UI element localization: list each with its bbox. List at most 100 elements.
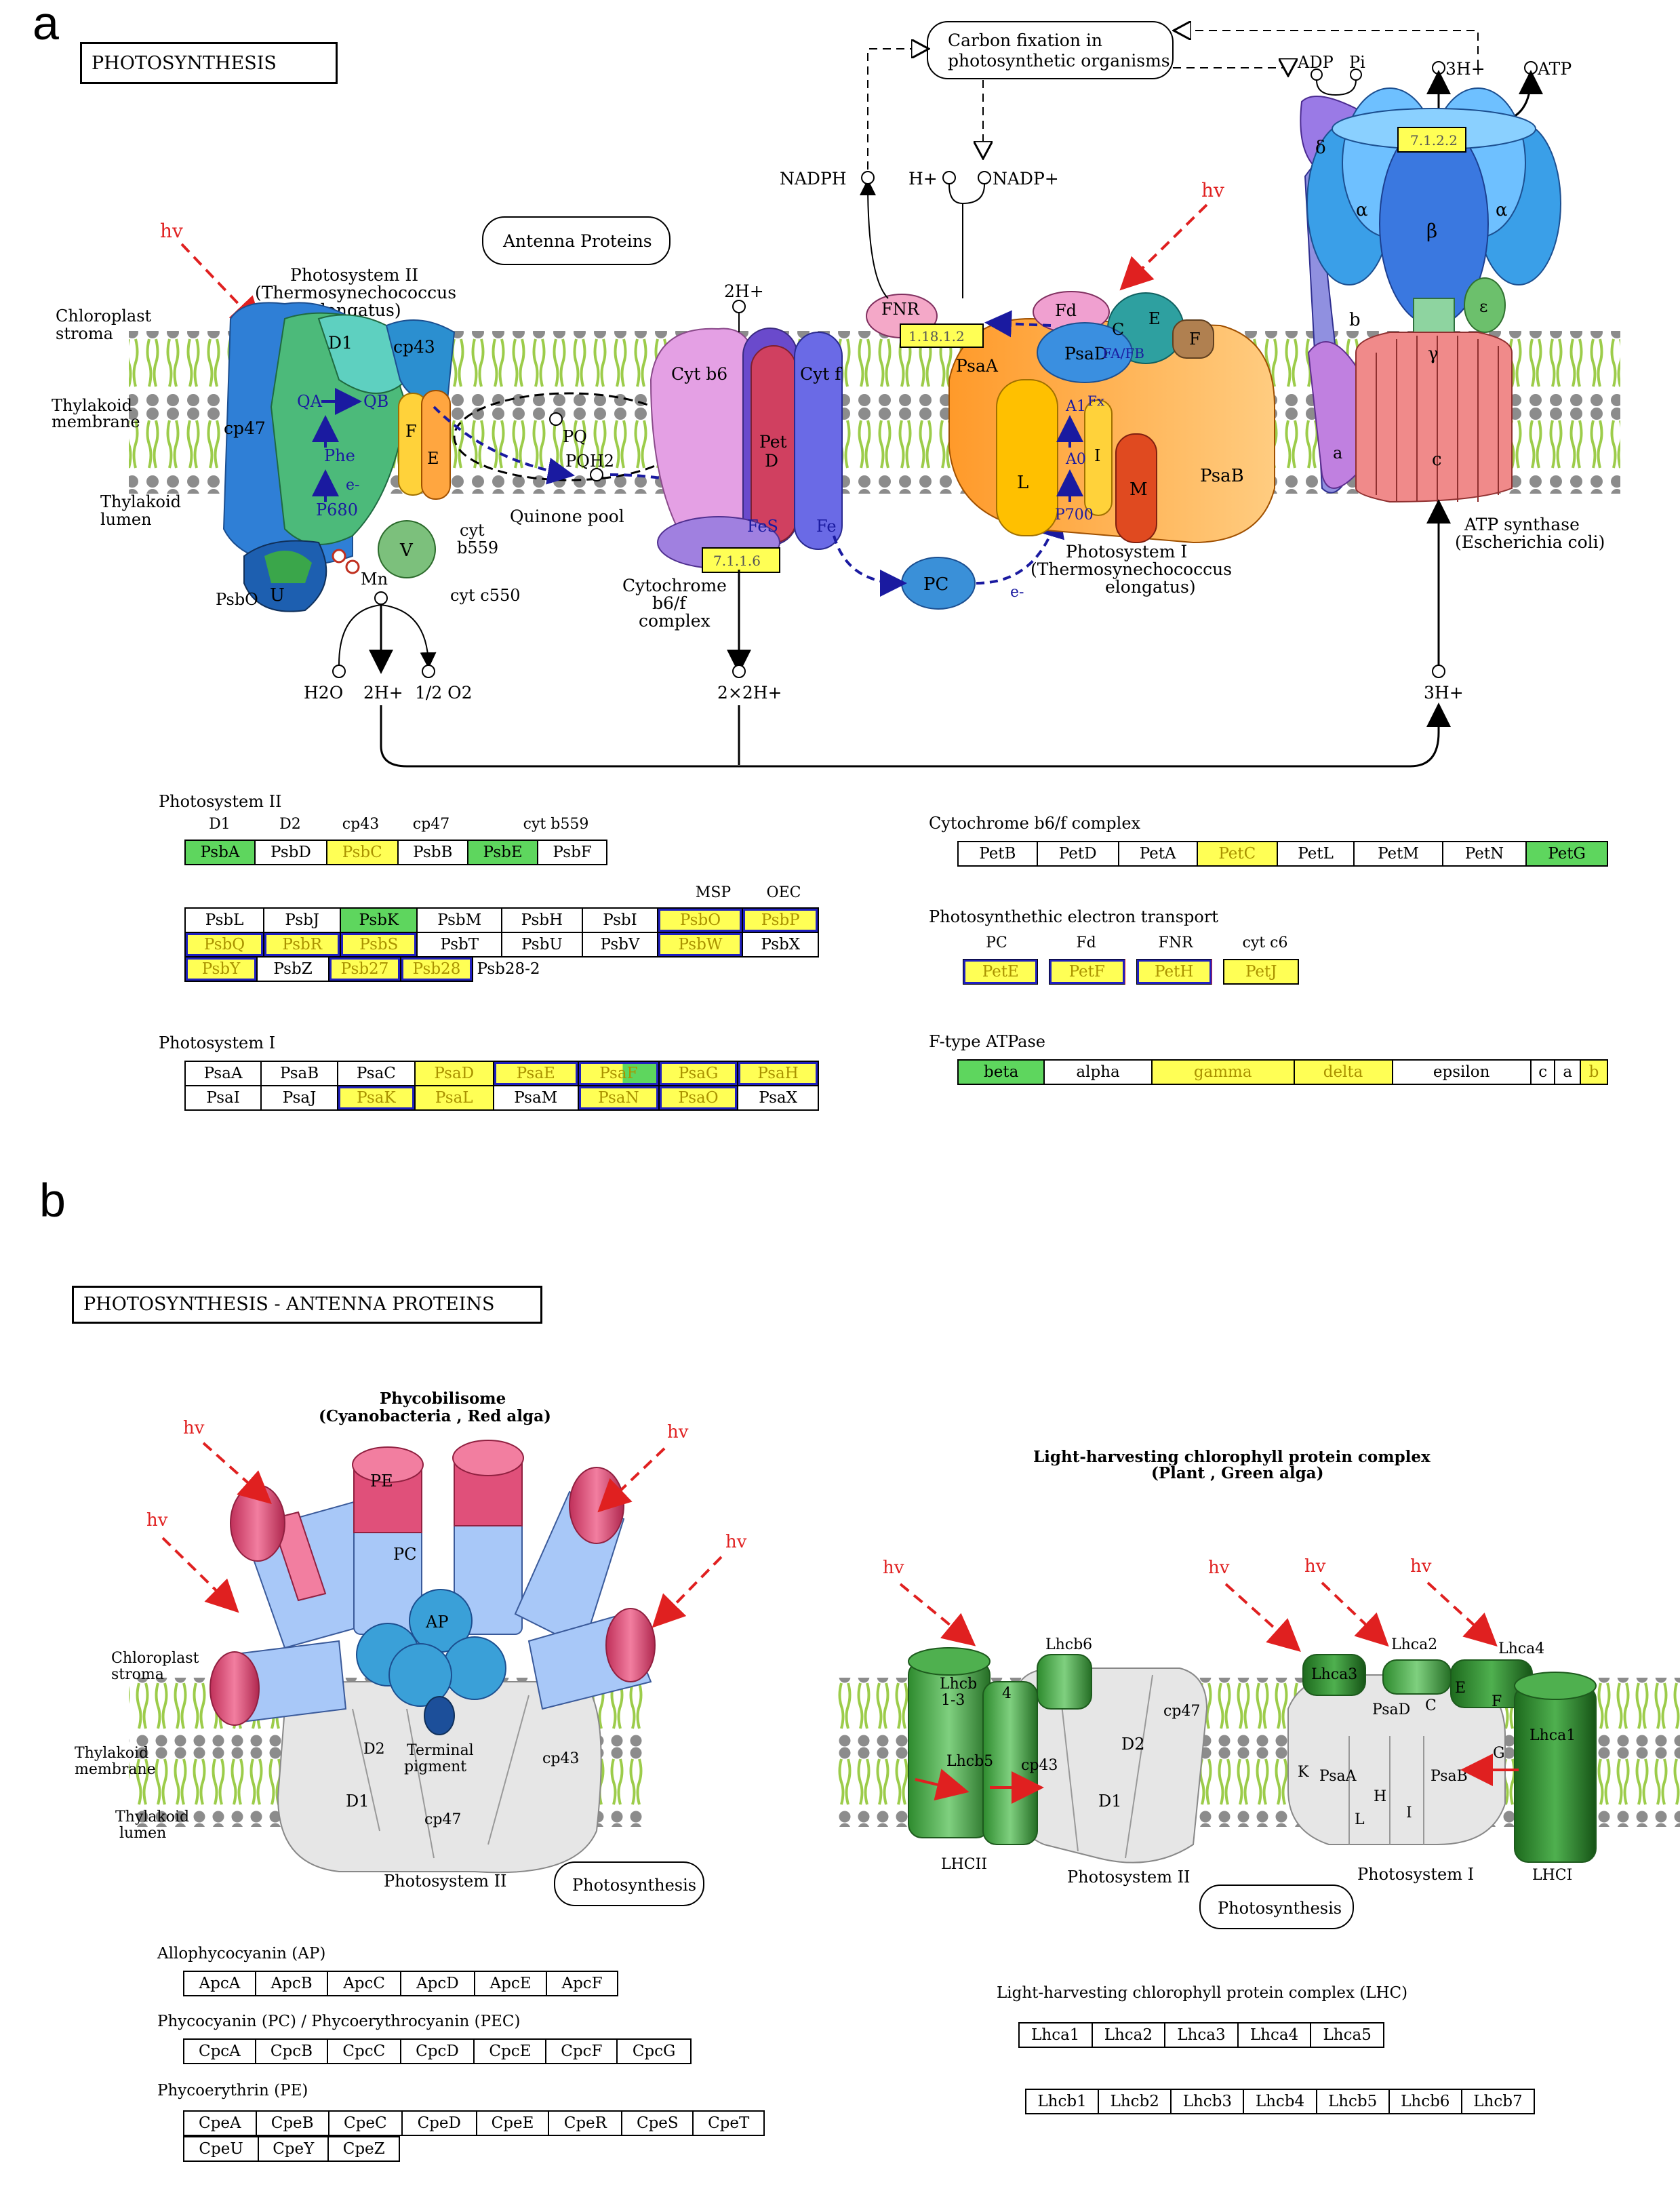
- gene-beta[interactable]: beta: [957, 1059, 1045, 1085]
- gene-petn[interactable]: PetN: [1441, 841, 1527, 867]
- gene-psaf[interactable]: PsaF: [577, 1061, 660, 1086]
- gene-psao[interactable]: PsaO: [658, 1085, 739, 1111]
- gene-psbc[interactable]: PsbC: [325, 840, 399, 865]
- gene-cpce[interactable]: CpcE: [473, 2038, 547, 2064]
- gene-apcd[interactable]: ApcD: [399, 1971, 475, 1996]
- gene-lhca3[interactable]: Lhca3: [1164, 2022, 1239, 2048]
- gene-psbm[interactable]: PsbM: [416, 907, 503, 933]
- gene-psbd[interactable]: PsbD: [254, 840, 327, 865]
- gene-lhcb5[interactable]: Lhcb5: [1315, 2089, 1390, 2114]
- gene-gamma[interactable]: gamma: [1151, 1059, 1295, 1085]
- gene-petm[interactable]: PetM: [1353, 841, 1443, 867]
- gene-petl[interactable]: PetL: [1276, 841, 1355, 867]
- gene-psag[interactable]: PsaG: [658, 1061, 739, 1086]
- gene-alpha[interactable]: alpha: [1043, 1059, 1153, 1085]
- gene-psan[interactable]: PsaN: [577, 1085, 660, 1111]
- gene-psbl[interactable]: PsbL: [184, 907, 265, 933]
- gene-apce[interactable]: ApcE: [473, 1971, 548, 1996]
- gene-psaa[interactable]: PsaA: [184, 1061, 262, 1086]
- gene-psae[interactable]: PsaE: [492, 1061, 579, 1086]
- gene-petj[interactable]: PetJ: [1223, 959, 1299, 985]
- gene-a[interactable]: a: [1554, 1059, 1581, 1085]
- gene-petd[interactable]: PetD: [1036, 841, 1119, 867]
- gene-psbh[interactable]: PsbH: [501, 907, 583, 933]
- gene-petf[interactable]: PetF: [1049, 959, 1125, 985]
- gene-psax[interactable]: PsaX: [737, 1085, 819, 1111]
- gene-psbb[interactable]: PsbB: [397, 840, 468, 865]
- gene-cpet[interactable]: CpeT: [692, 2110, 765, 2136]
- gene-psai[interactable]: PsaI: [184, 1085, 262, 1111]
- gene-cpez[interactable]: CpeZ: [327, 2136, 400, 2162]
- gene-psby[interactable]: PsbY: [184, 956, 258, 982]
- gene-psb27[interactable]: Psb27: [328, 956, 401, 982]
- gene-psaj[interactable]: PsaJ: [260, 1085, 338, 1111]
- gene-cped[interactable]: CpeD: [401, 2110, 477, 2136]
- gene-cpey[interactable]: CpeY: [258, 2136, 329, 2162]
- gene-psam[interactable]: PsaM: [492, 1085, 579, 1111]
- gene-cpea[interactable]: CpeA: [183, 2110, 257, 2136]
- photosynthesis-title[interactable]: PHOTOSYNTHESIS: [80, 42, 338, 84]
- gene-cpcd[interactable]: CpcD: [399, 2038, 475, 2064]
- gene-psad[interactable]: PsaD: [414, 1061, 494, 1086]
- gene-cpeb[interactable]: CpeB: [255, 2110, 329, 2136]
- antenna-proteins-title[interactable]: PHOTOSYNTHESIS - ANTENNA PROTEINS: [72, 1286, 542, 1324]
- gene-b[interactable]: b: [1579, 1059, 1609, 1085]
- gene-c[interactable]: c: [1529, 1059, 1556, 1085]
- gene-peth[interactable]: PetH: [1136, 959, 1213, 985]
- gene-apcb[interactable]: ApcB: [254, 1971, 329, 1996]
- gene-psbt[interactable]: PsbT: [416, 932, 503, 958]
- gene-cpee[interactable]: CpeE: [475, 2110, 550, 2136]
- gene-cpeu[interactable]: CpeU: [182, 2136, 260, 2162]
- gene-epsilon[interactable]: epsilon: [1391, 1059, 1532, 1085]
- gene-lhca1[interactable]: Lhca1: [1018, 2022, 1093, 2048]
- gene-psak[interactable]: PsaK: [336, 1085, 416, 1111]
- gene-apca[interactable]: ApcA: [183, 1971, 256, 1996]
- gene-apcf[interactable]: ApcF: [546, 1971, 618, 1996]
- gene-cpec[interactable]: CpeC: [327, 2110, 403, 2136]
- gene-psbk[interactable]: PsbK: [340, 907, 418, 933]
- gene-psbj[interactable]: PsbJ: [263, 907, 342, 933]
- gene-cper[interactable]: CpeR: [548, 2110, 623, 2136]
- gene-petc[interactable]: PetC: [1196, 841, 1278, 867]
- gene-psbq[interactable]: PsbQ: [184, 932, 265, 958]
- gene-psbx[interactable]: PsbX: [742, 932, 819, 958]
- gene-psbf[interactable]: PsbF: [537, 840, 607, 865]
- gene-petb[interactable]: PetB: [957, 841, 1038, 867]
- gene-lhca5[interactable]: Lhca5: [1310, 2022, 1384, 2048]
- gene-psba[interactable]: PsbA: [184, 840, 256, 865]
- gene-lhcb1[interactable]: Lhcb1: [1024, 2089, 1100, 2114]
- gene-lhca4[interactable]: Lhca4: [1237, 2022, 1312, 2048]
- gene-lhcb6[interactable]: Lhcb6: [1388, 2089, 1462, 2114]
- gene-cpes[interactable]: CpeS: [621, 2110, 694, 2136]
- gene-lhcb4[interactable]: Lhcb4: [1243, 2089, 1317, 2114]
- gene-cpcb[interactable]: CpcB: [254, 2038, 329, 2064]
- gene-psbe[interactable]: PsbE: [466, 840, 539, 865]
- gene-psbz[interactable]: PsbZ: [256, 956, 329, 982]
- gene-pete[interactable]: PetE: [963, 959, 1039, 985]
- gene-delta[interactable]: delta: [1293, 1059, 1393, 1085]
- gene-psbw[interactable]: PsbW: [657, 932, 744, 958]
- gene-psbp[interactable]: PsbP: [742, 907, 819, 933]
- gene-psbr[interactable]: PsbR: [263, 932, 342, 958]
- gene-petg[interactable]: PetG: [1525, 841, 1608, 867]
- gene-psbv[interactable]: PsbV: [581, 932, 659, 958]
- gene-lhcb2[interactable]: Lhcb2: [1098, 2089, 1172, 2114]
- gene-lhcb7[interactable]: Lhcb7: [1460, 2089, 1536, 2114]
- gene-lhca2[interactable]: Lhca2: [1091, 2022, 1166, 2048]
- gene-lhcb3[interactable]: Lhcb3: [1170, 2089, 1245, 2114]
- gene-psbu[interactable]: PsbU: [501, 932, 583, 958]
- gene-cpcc[interactable]: CpcC: [327, 2038, 401, 2064]
- gene-peta[interactable]: PetA: [1117, 841, 1198, 867]
- gene-psbi[interactable]: PsbI: [581, 907, 659, 933]
- gene-psb28[interactable]: Psb28: [400, 956, 473, 982]
- gene-apcc[interactable]: ApcC: [327, 1971, 401, 1996]
- gene-cpcg[interactable]: CpcG: [616, 2038, 692, 2064]
- gene-psah[interactable]: PsaH: [737, 1061, 819, 1086]
- gene-psac[interactable]: PsaC: [336, 1061, 416, 1086]
- gene-cpcf[interactable]: CpcF: [545, 2038, 618, 2064]
- gene-psb28-2[interactable]: Psb28-2: [477, 960, 540, 978]
- gene-psal[interactable]: PsaL: [414, 1085, 494, 1111]
- gene-psbo[interactable]: PsbO: [657, 907, 744, 933]
- gene-psbs[interactable]: PsbS: [340, 932, 418, 958]
- gene-cpca[interactable]: CpcA: [183, 2038, 256, 2064]
